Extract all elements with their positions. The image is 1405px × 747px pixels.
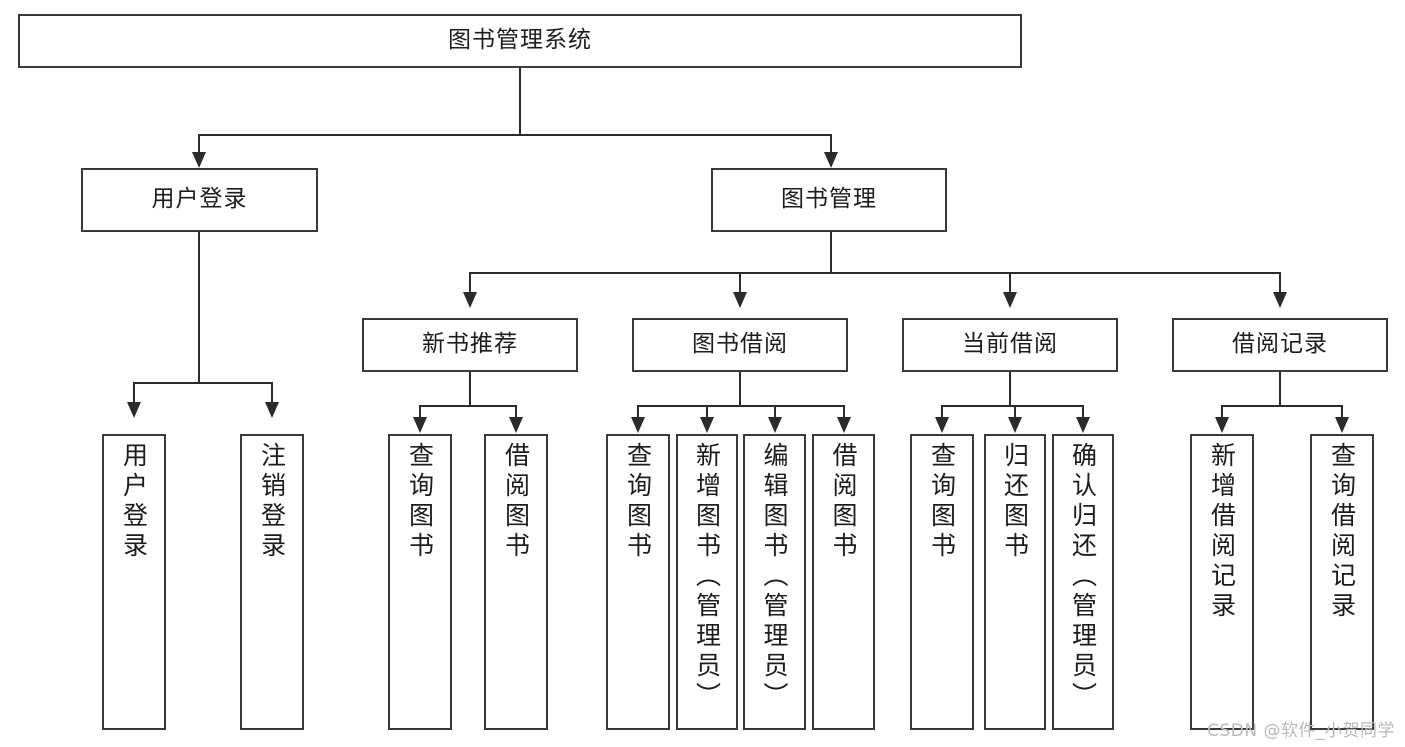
arrow-to-leaf-query-book-1: [413, 417, 427, 433]
node-label: 注销登录: [257, 442, 287, 562]
arrow-to-leaf-borrow-book-2: [837, 417, 851, 433]
connector-bookborrow-stem: [739, 372, 741, 405]
node-new-book-recommend[interactable]: 新书推荐: [362, 318, 578, 372]
connector-currentborrow-drop-2: [1014, 405, 1016, 419]
arrow-to-book-manage: [824, 152, 838, 168]
connector-currentborrow-drop-1: [941, 405, 943, 419]
connector-userlogin-drop-2: [271, 382, 273, 404]
arrow-to-leaf-edit-book: [768, 417, 782, 433]
node-label: 图书管理: [781, 186, 877, 213]
node-label: 用户登录: [151, 186, 248, 213]
arrow-to-current-borrow: [1003, 292, 1017, 308]
node-leaf-confirm-return[interactable]: 确认归还（管理员）: [1052, 434, 1114, 730]
node-label: 查询借阅记录: [1327, 442, 1357, 622]
node-borrow-record[interactable]: 借阅记录: [1172, 318, 1388, 372]
arrow-to-borrow-record: [1273, 292, 1287, 308]
node-label: 用户登录: [119, 442, 149, 562]
connector-userlogin-bus: [133, 382, 273, 384]
node-leaf-edit-book[interactable]: 编辑图书（管理员）: [743, 434, 806, 730]
connector-currentborrow-bus: [941, 405, 1083, 407]
connector-root-stem: [519, 68, 521, 134]
arrow-to-book-borrow: [733, 292, 747, 308]
arrow-to-leaf-add-record: [1215, 417, 1229, 433]
arrow-to-new-book-recommend: [463, 292, 477, 308]
connector-bookmanage-stem: [830, 232, 832, 272]
node-leaf-logout-login[interactable]: 注销登录: [240, 434, 304, 730]
node-label: 新书推荐: [422, 331, 518, 358]
connector-borrowrecord-stem: [1279, 372, 1281, 405]
node-leaf-borrow-book-2[interactable]: 借阅图书: [812, 434, 875, 730]
node-leaf-user-login[interactable]: 用户登录: [102, 434, 166, 730]
node-book-manage[interactable]: 图书管理: [711, 168, 947, 232]
connector-userlogin-stem: [198, 232, 200, 382]
arrow-to-leaf-borrow-book-1: [509, 417, 523, 433]
connector-bookborrow-drop-4: [843, 405, 845, 419]
connector-bookmanage-bus: [469, 272, 1280, 274]
node-current-borrow[interactable]: 当前借阅: [902, 318, 1118, 372]
node-book-borrow[interactable]: 图书借阅: [632, 318, 848, 372]
node-leaf-borrow-book-1[interactable]: 借阅图书: [484, 434, 548, 730]
connector-recommend-drop-2: [515, 405, 517, 419]
node-label: 借阅图书: [829, 442, 858, 562]
node-leaf-query-book-2[interactable]: 查询图书: [606, 434, 670, 730]
node-label: 图书管理系统: [448, 27, 592, 54]
node-label: 查询图书: [623, 442, 653, 562]
arrow-to-leaf-user-login: [127, 402, 141, 418]
node-user-login[interactable]: 用户登录: [81, 168, 318, 232]
node-leaf-query-book-3[interactable]: 查询图书: [910, 434, 974, 730]
connector-currentborrow-drop-3: [1082, 405, 1084, 419]
node-label: 借阅图书: [501, 442, 531, 562]
node-label: 当前借阅: [962, 331, 1058, 358]
node-root-system[interactable]: 图书管理系统: [18, 14, 1022, 68]
node-leaf-return-book[interactable]: 归还图书: [984, 434, 1046, 730]
arrow-to-leaf-add-book: [700, 417, 714, 433]
connector-recommend-bus: [419, 405, 517, 407]
node-label: 新增图书（管理员）: [692, 442, 722, 712]
connector-userlogin-drop-1: [133, 382, 135, 404]
node-leaf-add-book[interactable]: 新增图书（管理员）: [676, 434, 738, 730]
connector-bookborrow-bus: [637, 405, 844, 407]
arrow-to-leaf-query-book-3: [935, 417, 949, 433]
connector-recommend-stem: [469, 372, 471, 405]
connector-borrowrecord-drop-2: [1341, 405, 1343, 419]
connector-bookmanage-drop-1: [469, 272, 471, 294]
node-label: 查询图书: [405, 442, 435, 562]
csdn-watermark: CSDN @软件_小贺同学: [1207, 721, 1395, 741]
connector-bookborrow-drop-3: [774, 405, 776, 419]
node-label: 新增借阅记录: [1207, 442, 1237, 622]
connector-bookmanage-drop-3: [1009, 272, 1011, 294]
connector-bookmanage-drop-2: [739, 272, 741, 294]
arrow-to-leaf-query-record: [1335, 417, 1349, 433]
node-label: 查询图书: [927, 442, 957, 562]
node-label: 归还图书: [1000, 442, 1030, 562]
connector-bookborrow-drop-2: [706, 405, 708, 419]
connector-recommend-drop-1: [419, 405, 421, 419]
node-label: 图书借阅: [692, 331, 788, 358]
connector-bookmanage-drop-4: [1279, 272, 1281, 294]
connector-root-drop-user: [198, 134, 200, 154]
connector-borrowrecord-bus: [1221, 405, 1342, 407]
node-leaf-query-book-1[interactable]: 查询图书: [388, 434, 452, 730]
arrow-to-leaf-return-book: [1008, 417, 1022, 433]
node-leaf-add-record[interactable]: 新增借阅记录: [1190, 434, 1254, 730]
arrow-to-user-login: [192, 152, 206, 168]
node-label: 编辑图书（管理员）: [760, 442, 789, 712]
connector-root-drop-book: [830, 134, 832, 154]
arrow-to-leaf-query-book-2: [631, 417, 645, 433]
node-label: 借阅记录: [1232, 331, 1328, 358]
connector-root-bus: [198, 134, 832, 136]
node-leaf-query-record[interactable]: 查询借阅记录: [1310, 434, 1374, 730]
connector-bookborrow-drop-1: [637, 405, 639, 419]
connector-currentborrow-stem: [1009, 372, 1011, 405]
arrow-to-leaf-logout-login: [265, 402, 279, 418]
arrow-to-leaf-confirm-return: [1076, 417, 1090, 433]
node-label: 确认归还（管理员）: [1068, 442, 1098, 712]
connector-borrowrecord-drop-1: [1221, 405, 1223, 419]
